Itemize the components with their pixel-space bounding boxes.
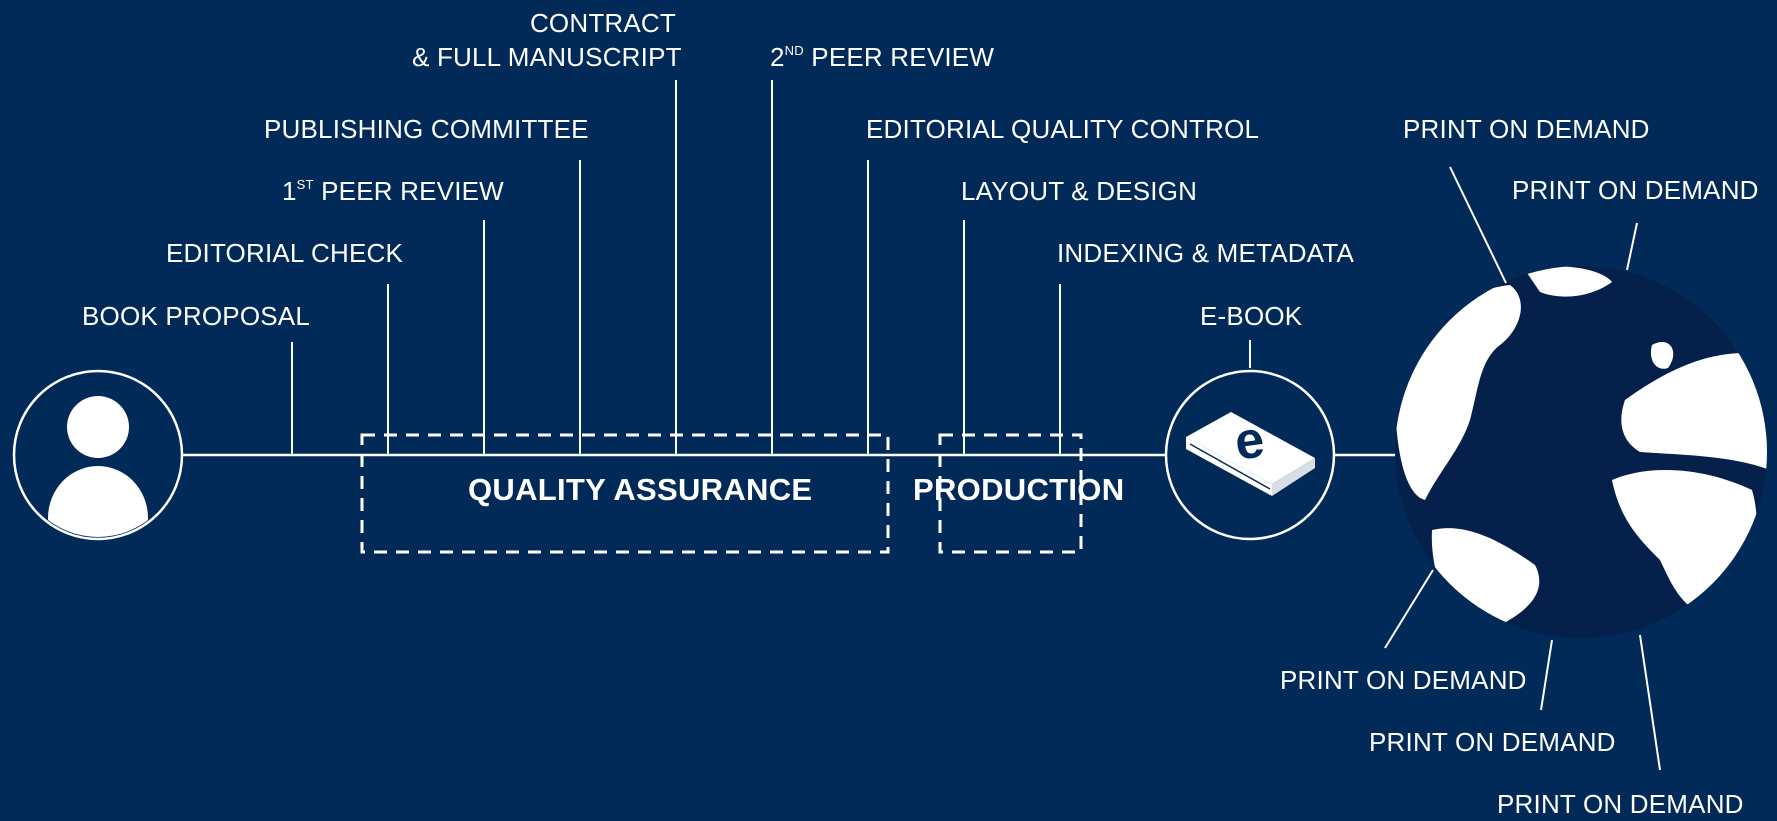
- pointer-pod-4: [1540, 639, 1553, 711]
- label-print-on-demand-5: PRINT ON DEMAND: [1497, 789, 1744, 819]
- label-print-on-demand-2: PRINT ON DEMAND: [1512, 175, 1759, 205]
- ebook-icon: e: [1164, 369, 1336, 541]
- label-indexing-metadata: INDEXING & METADATA: [1057, 238, 1355, 268]
- label-print-on-demand-4: PRINT ON DEMAND: [1369, 727, 1616, 757]
- globe-icon: [1395, 266, 1767, 638]
- label-contract: CONTRACT & FULL MANUSCRIPT: [412, 6, 682, 74]
- production-box: [938, 433, 1083, 554]
- label-editorial-check: EDITORIAL CHECK: [166, 238, 404, 268]
- quality-assurance-box: [360, 433, 890, 554]
- label-contract-line1: CONTRACT: [529, 8, 676, 38]
- label-print-on-demand-3: PRINT ON DEMAND: [1280, 665, 1527, 695]
- pointer-pod-2: [1626, 222, 1638, 271]
- label-book-proposal: BOOK PROPOSAL: [82, 301, 311, 331]
- label-first-peer-review: 1ST PEER REVIEW: [282, 176, 504, 206]
- person-icon: [12, 369, 184, 541]
- label-publishing-committee: PUBLISHING COMMITTEE: [264, 114, 589, 144]
- label-contract-line2: & FULL MANUSCRIPT: [412, 42, 682, 72]
- pointer-pod-3: [1384, 569, 1434, 649]
- pointer-pod-1: [1449, 166, 1507, 284]
- label-second-peer-review: 2ND PEER REVIEW: [770, 42, 995, 72]
- pointer-pod-5: [1639, 634, 1661, 771]
- label-layout-design: LAYOUT & DESIGN: [961, 176, 1198, 206]
- label-quality-assurance: QUALITY ASSURANCE: [468, 472, 813, 507]
- label-ebook: E-BOOK: [1200, 301, 1303, 331]
- label-production: PRODUCTION: [913, 472, 1125, 507]
- label-print-on-demand-1: PRINT ON DEMAND: [1403, 114, 1650, 144]
- label-editorial-quality-control: EDITORIAL QUALITY CONTROL: [866, 114, 1260, 144]
